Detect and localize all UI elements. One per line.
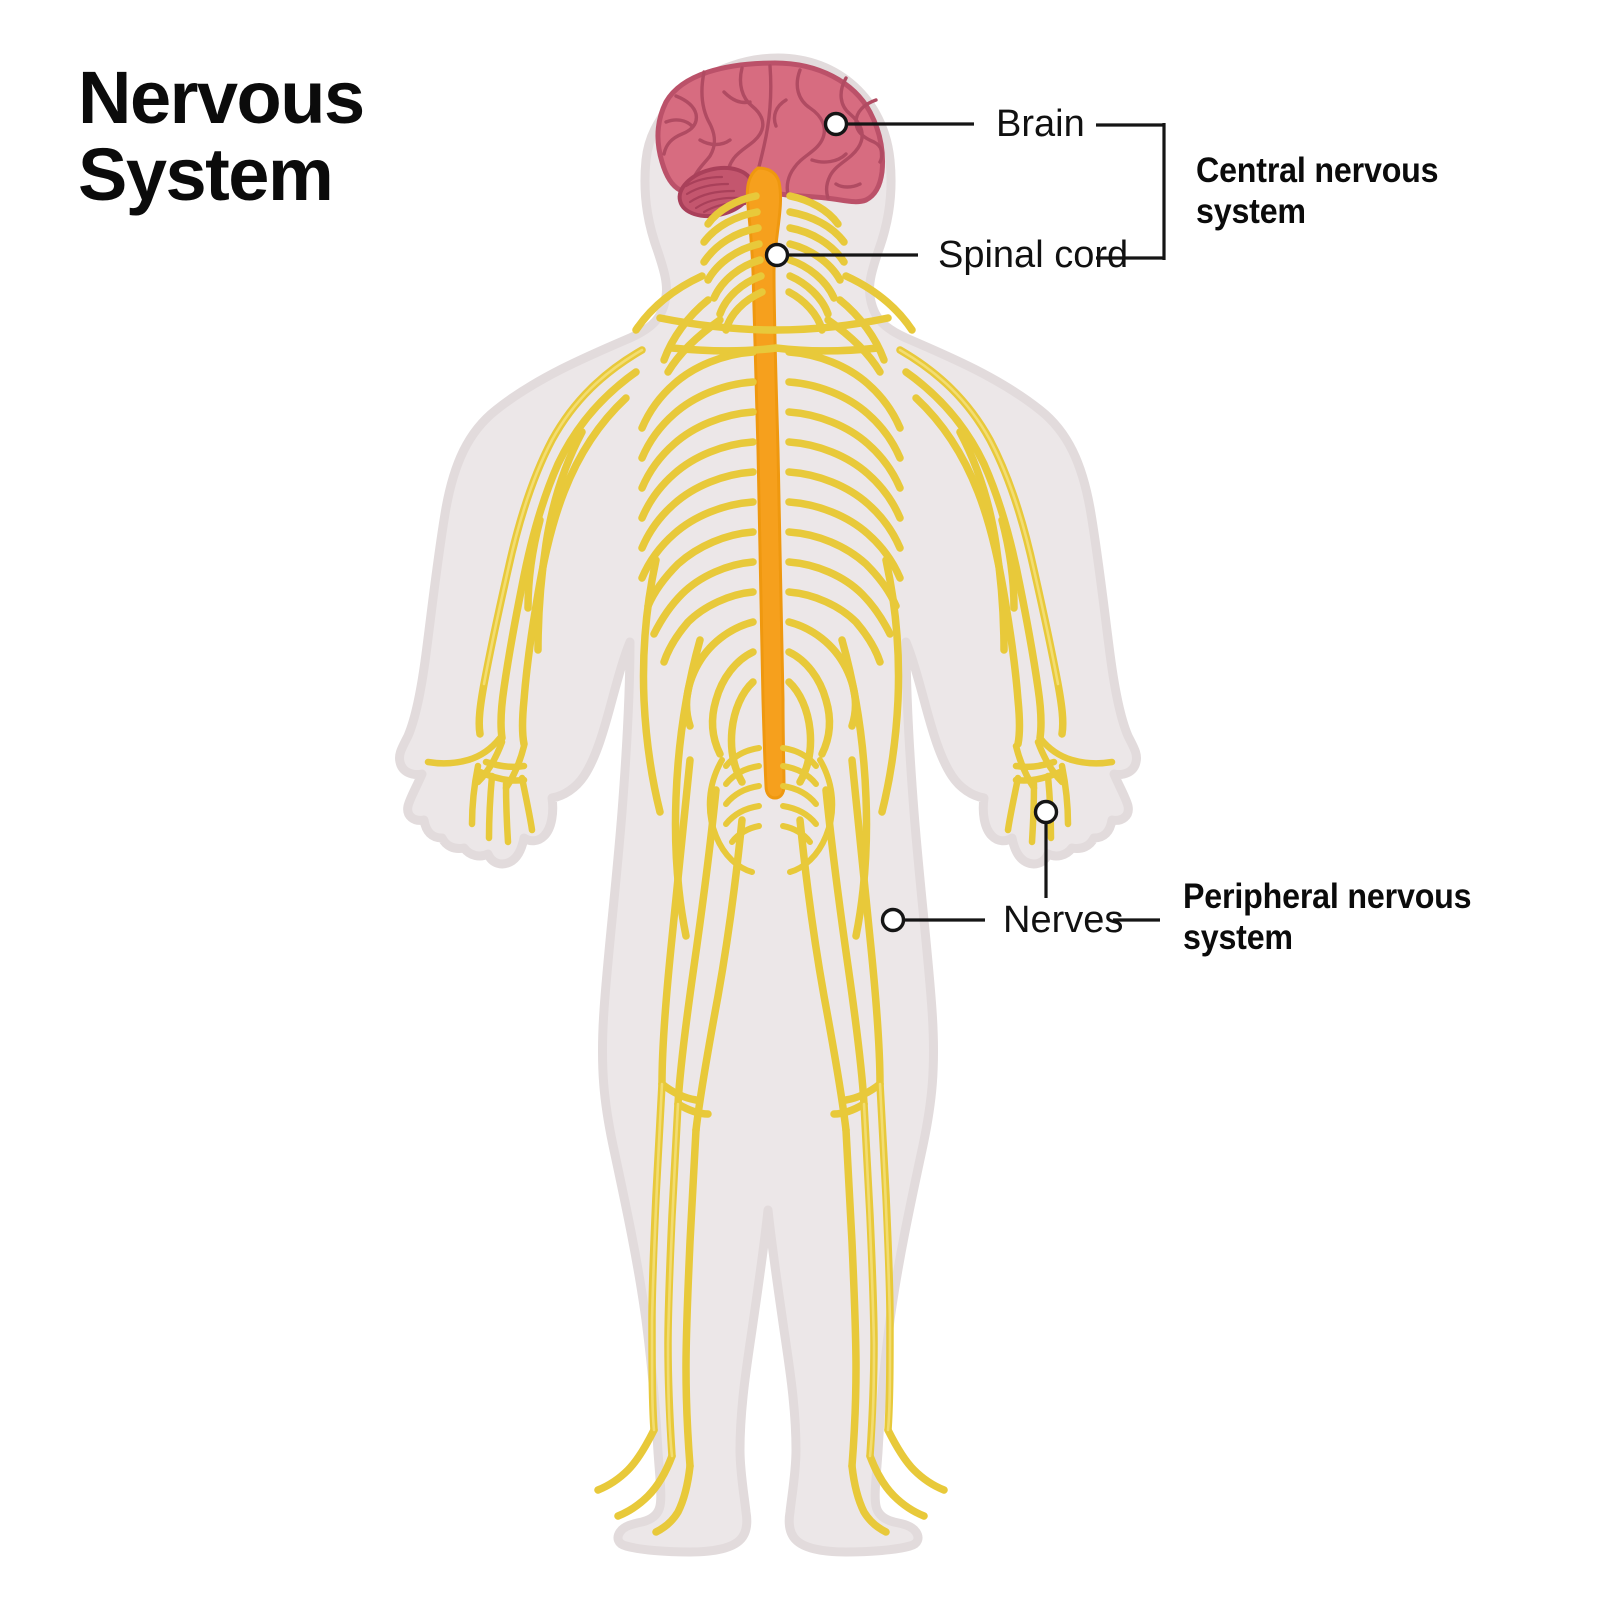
callout-leaders (789, 122, 1166, 922)
nerve-highlights (482, 348, 1060, 1458)
hand-nerves-left (424, 734, 536, 846)
group-label-peripheral-nervous-system: Peripheral nervous system (1183, 877, 1472, 958)
callout-label-spinal-cord: Spinal cord (938, 234, 1129, 276)
cervical-nerves (700, 192, 848, 334)
brachial-plexus (632, 272, 916, 376)
brain-marker (823, 111, 849, 137)
group-label-central-nervous-system: Central nervous system (1196, 151, 1439, 232)
thoracic-nerves-right (785, 348, 904, 666)
torso-descending-nerves (639, 556, 903, 940)
page-title: Nervous System (78, 56, 365, 216)
nerves-marker (880, 907, 906, 933)
callout-markers (764, 111, 1059, 933)
callout-label-nerves: Nerves (1003, 899, 1124, 941)
thoracic-nerves-left (638, 348, 757, 666)
hand-nerves-right (1004, 734, 1116, 846)
nerves-hand-marker (1033, 799, 1059, 825)
spinal-cord-marker (764, 242, 790, 268)
callout-label-brain: Brain (996, 103, 1085, 145)
